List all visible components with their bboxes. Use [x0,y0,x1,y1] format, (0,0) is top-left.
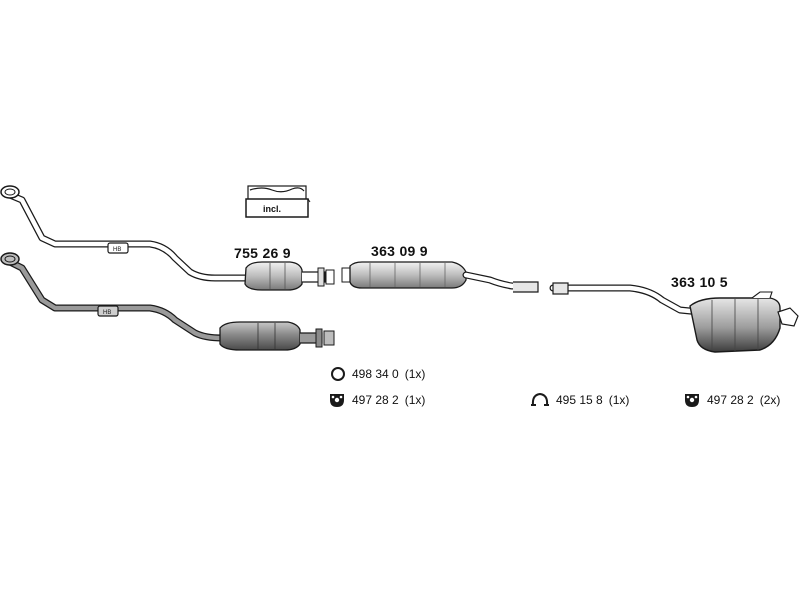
accessory-mount-right: 497 28 2 (2x) [683,391,780,409]
part-label-middle-silencer: 363 09 9 [371,243,428,259]
accessory-clamp: 495 15 8 (1x) [530,391,629,409]
part-label-rear-silencer: 363 10 5 [671,274,728,290]
rubber-mount-icon [685,394,699,407]
accessory-qty: (1x) [404,367,426,381]
part-label-catalyst: 755 26 9 [234,245,291,261]
rubber-mount-icon [330,394,344,407]
front-pipe-lower: HB [0,252,226,342]
catalyst-755-26-9 [244,261,335,291]
accessory-qty: (1x) [404,393,426,407]
accessory-code: 498 34 0 [352,367,399,381]
ring-icon [331,367,345,381]
accessory-qty: (1x) [608,393,630,407]
accessory-code: 497 28 2 [707,393,754,407]
clamp-icon [531,392,549,406]
rear-silencer-363-10-5 [549,282,799,353]
incl-badge: incl. [245,185,311,218]
front-pipe-upper: HB [0,185,252,282]
accessory-ring: 498 34 0 (1x) [330,366,425,382]
incl-text: incl. [263,204,281,214]
accessory-code: 497 28 2 [352,393,399,407]
catalyst-lower-shaded [219,321,335,351]
svg-text:HB: HB [103,310,111,316]
accessory-qty: (2x) [759,393,781,407]
accessory-code: 495 15 8 [556,393,603,407]
svg-text:HB: HB [113,247,121,253]
middle-silencer-363-09-9 [341,261,539,293]
accessory-mount-left: 497 28 2 (1x) [328,391,425,409]
